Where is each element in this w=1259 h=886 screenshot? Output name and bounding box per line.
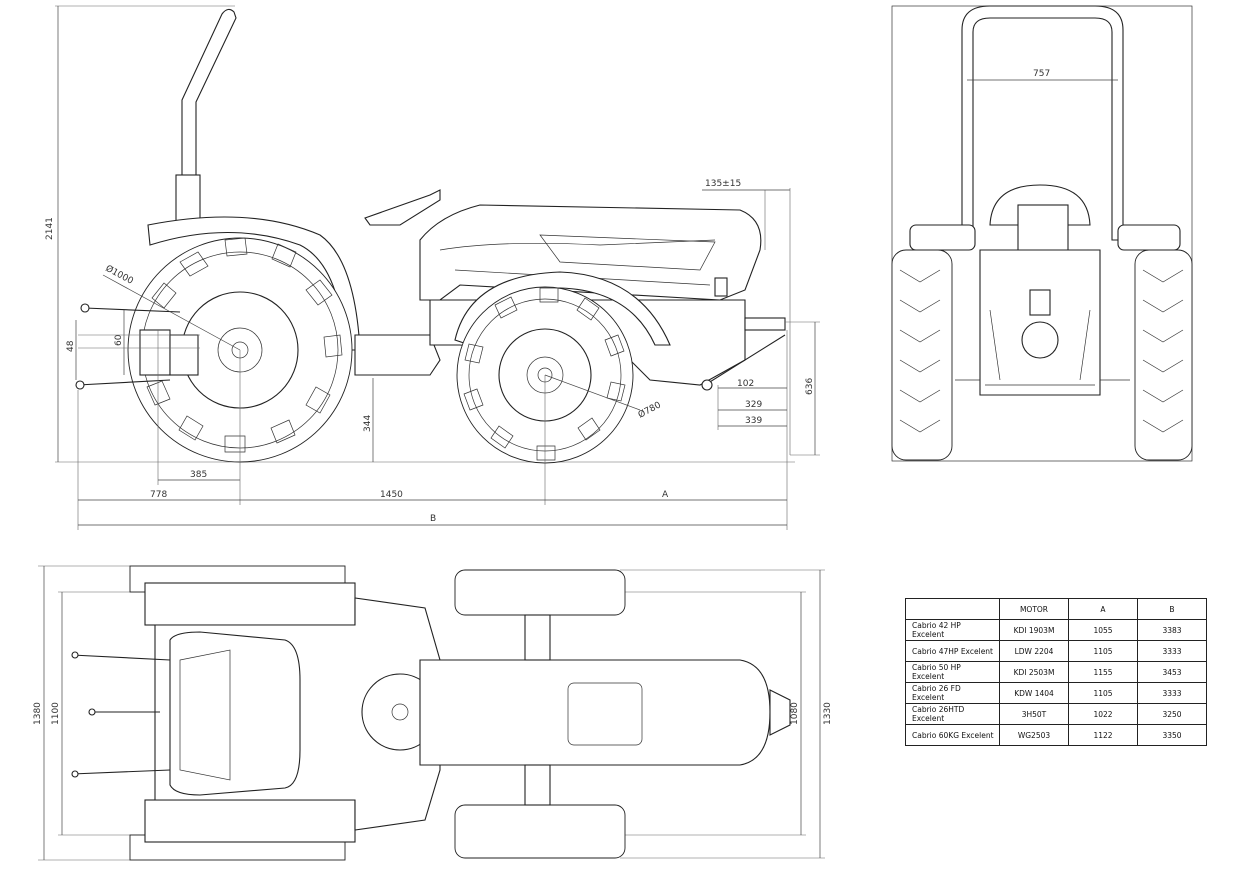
- cell-a: 1105: [1068, 640, 1138, 662]
- table-row: Cabrio 60KG Excelent WG2503 1122 3350: [905, 724, 1207, 746]
- cell-motor: LDW 2204: [999, 640, 1069, 662]
- table-row: Cabrio 50 HP Excelent KDI 2503M 1155 345…: [905, 661, 1207, 683]
- cell-a: 1055: [1068, 619, 1138, 641]
- front-view: 757: [891, 5, 1193, 462]
- front-right-tire-top: [454, 804, 626, 859]
- front-rollbar: [961, 5, 1124, 241]
- dim-329: 329: [745, 400, 762, 410]
- table-row: Cabrio 47HP Excelent LDW 2204 1105 3333: [905, 640, 1207, 662]
- cell-b: 3333: [1137, 682, 1207, 704]
- cell-model: Cabrio 26HTD Excelent: [905, 703, 1000, 725]
- header-model: [905, 598, 1000, 620]
- dim-front-height: 636: [805, 378, 815, 395]
- dim-total-height: 2141: [45, 217, 55, 240]
- dim-front-wheel-diameter: Ø780: [636, 399, 663, 420]
- footstep: [354, 334, 441, 376]
- table-row: Cabrio 26 FD Excelent KDW 1404 1105 3333: [905, 682, 1207, 704]
- cell-a: 1022: [1068, 703, 1138, 725]
- cell-model: Cabrio 50 HP Excelent: [905, 661, 1000, 683]
- header-a: A: [1068, 598, 1138, 620]
- dim-clearance: 344: [363, 415, 373, 432]
- cell-b: 3453: [1137, 661, 1207, 683]
- rear-fender: [147, 216, 361, 351]
- dim-102: 102: [737, 379, 754, 389]
- rollbar-mount: [175, 174, 201, 226]
- spec-table: MOTOR A B Cabrio 42 HP Excelent KDI 1903…: [905, 598, 1207, 746]
- dim-width-1380: 1380: [33, 702, 43, 725]
- cell-model: Cabrio 42 HP Excelent: [905, 619, 1000, 641]
- dim-rollbar-width: 757: [1033, 69, 1050, 79]
- cell-a: 1155: [1068, 661, 1138, 683]
- cell-model: Cabrio 47HP Excelent: [905, 640, 1000, 662]
- cell-b: 3350: [1137, 724, 1207, 746]
- table-row: Cabrio 26HTD Excelent 3H50T 1022 3250: [905, 703, 1207, 725]
- cell-motor: KDW 1404: [999, 682, 1069, 704]
- cell-motor: KDI 1903M: [999, 619, 1069, 641]
- cell-model: Cabrio 60KG Excelent: [905, 724, 1000, 746]
- dim-rear-overhang: 778: [150, 490, 167, 500]
- front-right-tire: [1134, 249, 1193, 461]
- dim-hitch-60: 60: [114, 334, 124, 346]
- seat: [169, 631, 301, 796]
- dim-hitch-48: 48: [66, 340, 76, 352]
- dim-rear-wheel-diameter: Ø1000: [104, 263, 136, 287]
- front-left-tire-top: [454, 569, 626, 616]
- cell-motor: 3H50T: [999, 703, 1069, 725]
- header-motor: MOTOR: [999, 598, 1069, 620]
- hood-top: [419, 659, 771, 766]
- steering-wheel: [364, 189, 441, 226]
- cell-a: 1122: [1068, 724, 1138, 746]
- dim-overhang: 135±15: [705, 179, 741, 189]
- cell-motor: WG2503: [999, 724, 1069, 746]
- side-view: 2141: [45, 5, 820, 530]
- cell-b: 3383: [1137, 619, 1207, 641]
- table-row: Cabrio 42 HP Excelent KDI 1903M 1055 338…: [905, 619, 1207, 641]
- dim-width-1100: 1100: [51, 702, 61, 725]
- cell-b: 3333: [1137, 640, 1207, 662]
- header-b: B: [1137, 598, 1207, 620]
- dim-width-1080: 1080: [790, 702, 800, 725]
- hood: [419, 204, 762, 301]
- dim-339: 339: [745, 416, 762, 426]
- cell-motor: KDI 2503M: [999, 661, 1069, 683]
- top-view: 1380 1100 1330 1080: [33, 565, 833, 861]
- dim-front-a: A: [662, 490, 669, 500]
- cell-model: Cabrio 26 FD Excelent: [905, 682, 1000, 704]
- rollbar: [181, 8, 237, 201]
- cell-a: 1105: [1068, 682, 1138, 704]
- front-left-tire: [891, 249, 953, 461]
- dim-wheelbase: 1450: [380, 490, 403, 500]
- dim-width-1330: 1330: [823, 702, 833, 725]
- cell-b: 3250: [1137, 703, 1207, 725]
- dim-385: 385: [190, 470, 207, 480]
- spec-table-header: MOTOR A B: [905, 598, 1207, 620]
- dim-total-b: B: [430, 514, 436, 524]
